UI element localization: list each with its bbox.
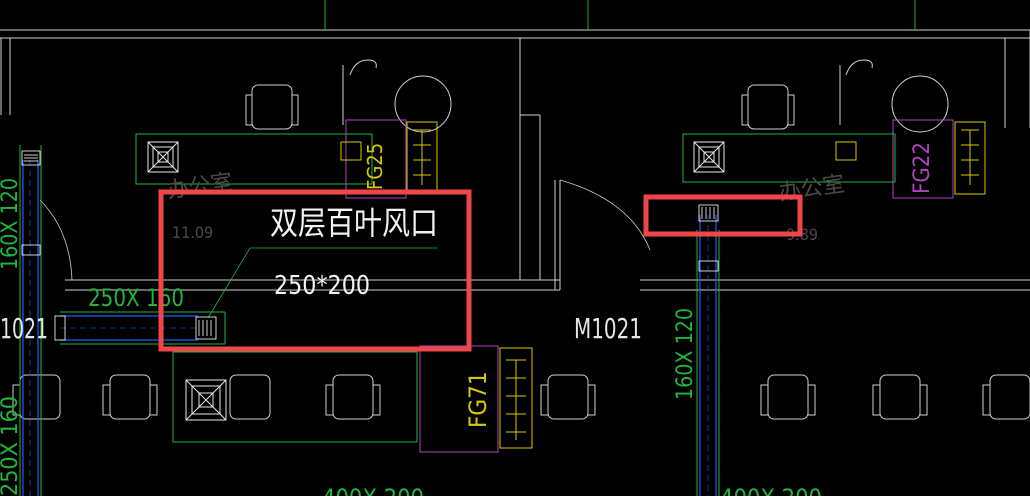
duct-label-v-left-top: 160X 120 [0,178,23,270]
room-labels: 办公室 11.09 办公室 9.89 [165,170,846,244]
walls [0,29,1030,291]
fcu-label-bottom: FG71 [464,371,492,428]
duct-edges-green [19,145,720,496]
duct-label-h-left: 250X 160 [88,284,184,312]
room-name-left: 办公室 [165,170,234,204]
door-label-1021: 1021 [0,312,48,345]
duct-label-v-mid: 160X 120 [673,308,698,400]
equipment-labels: FG25 FG22 FG71 [363,142,935,428]
square-diffusers [147,141,725,421]
top-grid-lines [324,0,916,30]
annotation-callout: 双层百叶风口 250*200 [270,204,438,301]
callout-title: 双层百叶风口 [270,204,438,242]
door-label-m1021: M1021 [574,312,642,345]
fcu-boxes [345,119,954,453]
room-area-left: 11.09 [172,223,213,242]
room-name-right: 办公室 [777,172,846,206]
fcu-label-top-left: FG25 [363,143,387,190]
duct-label-bottom-right: 400X 200 [720,484,822,496]
chairs-bottom [12,374,1030,420]
highlight-boxes [158,189,803,352]
callout-size: 250*200 [274,271,370,301]
fcu-coils [340,121,986,449]
office-furniture-top [245,59,949,133]
louver-grilles [21,150,719,341]
duct-label-v-left-bottom: 250X 160 [0,396,23,496]
desks [135,133,896,443]
fcu-label-top-right: FG22 [910,142,935,194]
duct-size-labels: 250X 160 160X 120 160X 120 250X 160 400X… [0,178,822,496]
duct-label-bottom-left: 400X 200 [322,484,424,496]
door-labels: M1021 1021 [0,312,642,345]
ducts [22,160,717,496]
highlight-box-grille[interactable] [643,194,803,237]
highlight-box-callout[interactable] [158,189,472,352]
